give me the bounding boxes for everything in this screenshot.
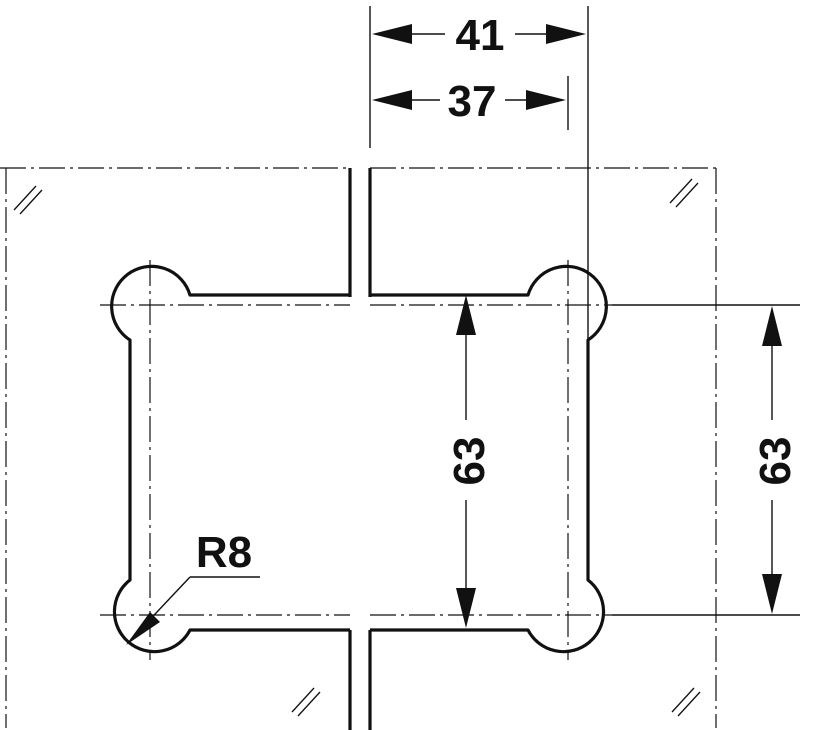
radius-leader [126,576,260,645]
dimension-63-right [762,306,782,614]
dimension-63-right-label: 63 [751,437,800,486]
dimension-37 [372,90,566,110]
dimension-41-label: 41 [456,11,505,60]
dimension-63-left [456,295,476,628]
glass-hatch-top-left [13,185,43,215]
glass-panel-right [370,167,717,728]
center-lines [100,260,612,660]
glass-panel-left [0,167,350,728]
dimension-37-label: 37 [448,77,497,126]
dimension-41 [372,24,586,44]
radius-label: R8 [196,528,252,577]
hinge-plate-left [110,264,350,654]
glass-hatch-bottom-right [671,687,701,717]
glass-hatch-top-right [669,178,699,208]
glass-hatch-bottom-left [291,687,321,717]
dimension-63-left-label: 63 [445,437,494,486]
